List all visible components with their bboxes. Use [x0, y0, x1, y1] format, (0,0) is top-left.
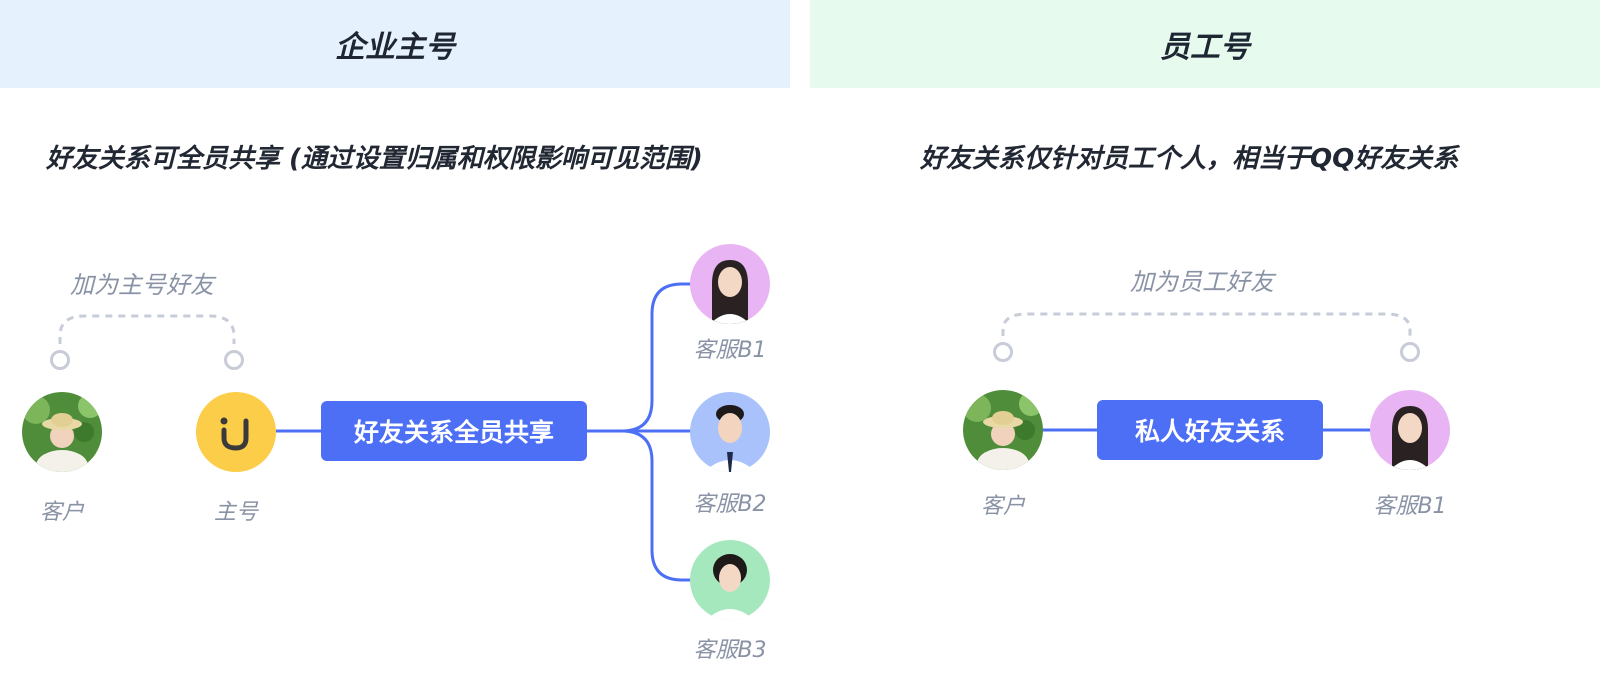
branch-to-b3	[621, 429, 693, 582]
staff-b3-avatar	[690, 540, 770, 620]
left-dashed-connector	[58, 314, 236, 344]
left-panel-title: 企业主号	[335, 30, 455, 65]
right-panel-description: 好友关系仅针对员工个人，相当于QQ好友关系	[920, 144, 1459, 174]
left-panel-description: 好友关系可全员共享 (通过设置归属和权限影响可见范围)	[46, 144, 703, 174]
u-logo-icon	[220, 417, 249, 451]
left-connector-node-main	[224, 350, 244, 370]
right-customer-label: 客户	[980, 494, 1025, 519]
right-connector-node-staff	[1400, 342, 1420, 362]
staff-b2-avatar	[690, 392, 770, 472]
left-panel-header: 企业主号	[0, 0, 790, 88]
main-account-avatar	[196, 392, 276, 472]
left-connector-node-customer	[50, 350, 70, 370]
right-dashed-connector	[1001, 312, 1412, 336]
staff-b1-avatar	[690, 244, 770, 324]
left-customer-label: 客户	[39, 500, 84, 525]
right-customer-avatar	[963, 390, 1043, 470]
shared-relation-pill: 好友关系全员共享	[321, 401, 587, 461]
staff-b2-label: 客服B2	[693, 492, 767, 517]
staff-b3-label: 客服B3	[693, 638, 767, 663]
staff-b1-label: 客服B1	[693, 338, 767, 363]
left-customer-avatar	[22, 392, 102, 472]
right-connector-node-customer	[993, 342, 1013, 362]
right-staff-b1-label: 客服B1	[1373, 494, 1447, 519]
left-connector-note: 加为主号好友	[70, 271, 214, 299]
private-relation-pill: 私人好友关系	[1097, 400, 1323, 460]
right-connector-note: 加为员工好友	[1130, 268, 1274, 296]
main-account-label: 主号	[213, 500, 258, 525]
right-panel-header: 员工号	[810, 0, 1600, 88]
right-staff-b1-avatar	[1370, 390, 1450, 470]
branch-to-b1	[621, 282, 693, 433]
right-panel-title: 员工号	[1160, 30, 1250, 65]
